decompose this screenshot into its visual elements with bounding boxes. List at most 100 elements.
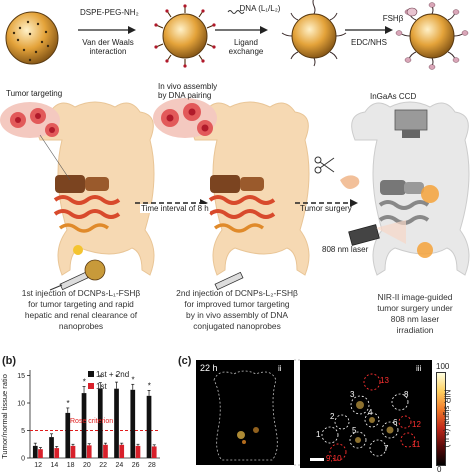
x-tick-label: 20 — [83, 462, 91, 469]
bar — [65, 412, 71, 458]
bar — [151, 446, 157, 458]
roi-4: 4 — [368, 408, 373, 417]
roi-13: 13 — [380, 376, 389, 385]
nir-zoom-image: iii 1 2 3 4 5 6 7 8 9,10 11 12 13 — [300, 360, 432, 468]
x-tick-label: 14 — [50, 462, 58, 469]
scale-bar — [310, 458, 324, 461]
nanoparticle-fsh — [395, 2, 469, 70]
roi-circles — [310, 373, 416, 461]
roi-8: 8 — [404, 390, 409, 399]
nanoparticle-dna — [281, 0, 347, 67]
tumor-targeting-label: Tumor targeting — [6, 89, 63, 98]
laser-icon — [348, 220, 406, 246]
roi-7: 7 — [384, 444, 389, 453]
mouse-body-1 — [36, 101, 155, 276]
caption-first-injection: 1st injection of DCNPs-L₁-FSHβ for tumor… — [21, 288, 141, 331]
roi-2: 2 — [330, 412, 335, 421]
scissors-icon — [314, 156, 335, 174]
significance-mark: * — [99, 374, 102, 383]
legend-swatch-2 — [88, 383, 94, 389]
caption-surgery: NIR-II image-guided tumor surgery under … — [377, 292, 453, 335]
y-tick-label: 10 — [17, 401, 25, 408]
step1-reagent: DSPE-PEG-NH₂ — [80, 8, 139, 17]
nanoparticle-core — [5, 11, 59, 65]
x-tick-label: 26 — [132, 462, 140, 469]
ingaas-label: InGaAs CCD — [370, 92, 417, 101]
synthesis-row: DSPE-PEG-NH₂ Van der Waals interaction D… — [0, 0, 474, 75]
schematic-row: Tumor targeting In vivo assembly by DNA … — [0, 80, 474, 291]
mouse-outline — [213, 370, 278, 461]
step3-process: EDC/NHS — [350, 38, 387, 47]
colorbar-max: 100 — [436, 362, 450, 371]
bar — [135, 445, 141, 458]
x-tick-label: 28 — [148, 462, 156, 469]
panel-iii-label: iii — [416, 364, 422, 373]
legend-label-1: 1st + 2nd — [96, 370, 130, 379]
time-interval-label: Time interval of 8 h — [140, 204, 210, 213]
bar — [103, 444, 108, 458]
tumor-cells-2 — [153, 98, 217, 138]
tumor-cells-1 — [0, 102, 60, 138]
caption-second-injection: 2nd injection of DCNPs-L₂-FSHβ for impro… — [176, 288, 298, 331]
ingaas-camera-icon — [394, 109, 428, 138]
significance-mark: * — [148, 381, 151, 390]
bar — [130, 389, 136, 458]
panel-ii-label: ii — [278, 364, 282, 373]
laser-label: 808 nm laser — [322, 245, 369, 254]
roi-11: 11 — [412, 440, 421, 449]
bar — [86, 445, 92, 458]
bar — [114, 388, 119, 458]
significance-mark: * — [131, 375, 134, 384]
legend-swatch-1 — [88, 371, 94, 377]
schematic-graphics — [0, 98, 470, 291]
colorbar — [436, 372, 446, 466]
syringe-icon-2 — [214, 271, 244, 291]
mouse-body-3 — [351, 101, 470, 276]
panel-b-tag: (b) — [2, 355, 17, 367]
colorbar-min: 0 — [437, 465, 442, 474]
roi-3: 3 — [350, 390, 355, 399]
step2-reagent: DNA (L₁/L₂) — [239, 4, 281, 13]
bar — [119, 444, 125, 458]
roi-12: 12 — [412, 420, 421, 429]
y-tick-label: 0 — [21, 456, 25, 463]
dna-strand-icon — [227, 10, 245, 14]
step1-process: Van der Waals interaction — [82, 38, 134, 56]
synthesis-graphics — [5, 0, 469, 70]
roi-9-10: 9,10 — [326, 454, 342, 463]
hand-icon — [340, 175, 360, 189]
y-tick-label: 15 — [17, 373, 25, 380]
bar — [97, 388, 103, 458]
fsh-protein-icon — [406, 7, 418, 17]
bar — [146, 395, 152, 458]
tumor-surgery-label: Tumor surgery — [300, 204, 352, 213]
x-tick-label: 22 — [99, 462, 107, 469]
x-tick-label: 12 — [34, 462, 42, 469]
step3-reagent: FSHβ — [382, 14, 404, 23]
panel-c-tag: (c) — [178, 355, 192, 367]
bar — [38, 449, 43, 458]
bar — [32, 445, 38, 458]
roi-6: 6 — [393, 418, 398, 427]
in-vivo-assembly-label: In vivo assembly by DNA pairing — [158, 82, 218, 100]
colorbar-label: NIR signal (a.u.) — [442, 389, 452, 448]
roi-1: 1 — [316, 430, 321, 439]
bar — [54, 448, 60, 458]
bar — [81, 393, 87, 458]
bar — [70, 445, 76, 458]
nir-whole-body-image: 22 h ii — [196, 360, 294, 465]
roi-5: 5 — [352, 426, 357, 435]
step2-process: Ligand exchange — [228, 38, 264, 56]
bar — [49, 437, 54, 458]
significance-mark: * — [83, 378, 86, 387]
threshold-label: Rose criterion — [70, 418, 114, 425]
mouse-body-2 — [191, 101, 310, 276]
legend-label-2: 1st — [96, 382, 107, 391]
nanoparticle-peg — [154, 4, 216, 68]
significance-mark: * — [66, 399, 69, 408]
x-tick-label: 24 — [115, 462, 123, 469]
x-tick-label: 18 — [67, 462, 75, 469]
y-tick-label: 5 — [21, 428, 25, 435]
